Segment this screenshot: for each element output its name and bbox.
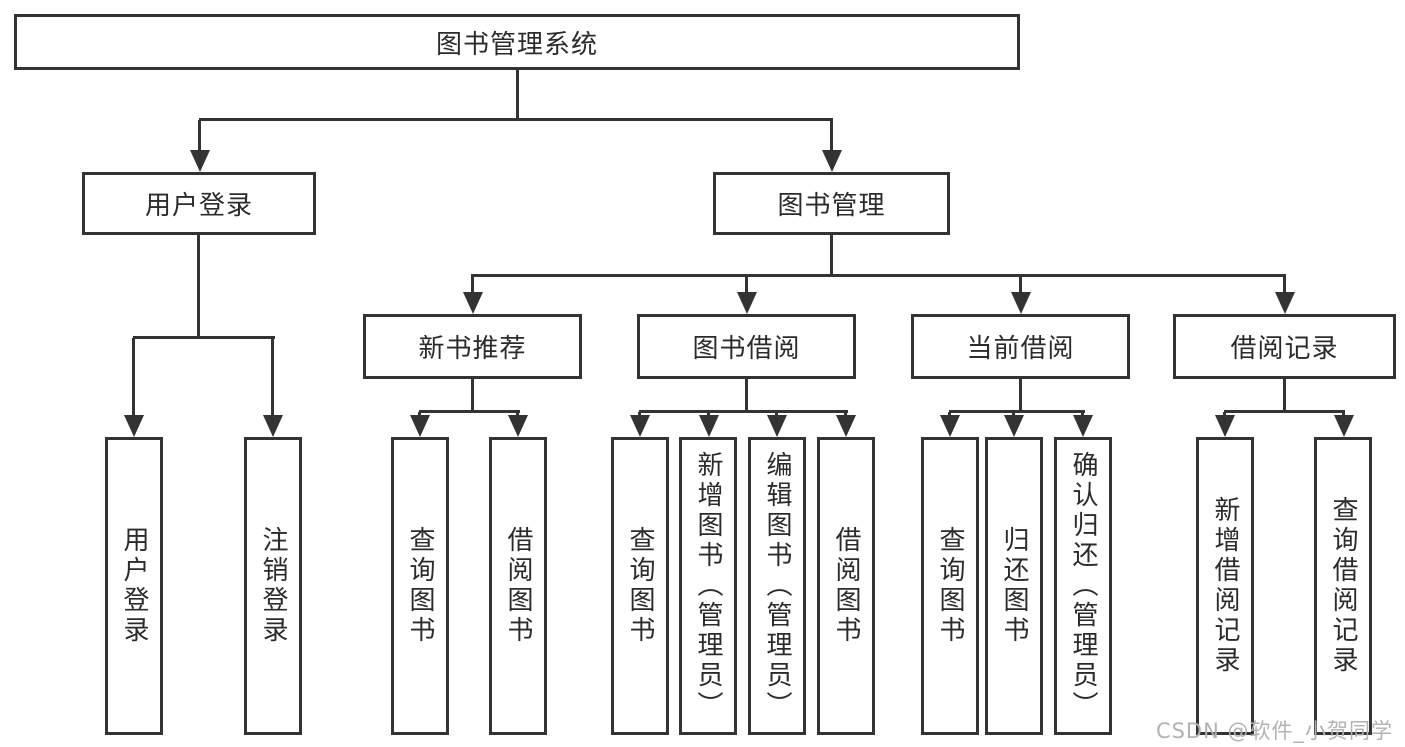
leaf-add-book-admin: 新增图书（管理员）: [679, 437, 737, 735]
leaf-label: 新增借阅记录: [1210, 496, 1240, 676]
node-book-borrowing: 图书借阅: [637, 314, 856, 379]
connector-line: [133, 336, 275, 339]
node-label: 图书管理系统: [435, 29, 598, 60]
leaf-logout: 注销登录: [244, 437, 302, 735]
arrow-down-icon: [1214, 412, 1235, 437]
node-new-book-recommend: 新书推荐: [363, 314, 582, 379]
connector-line: [745, 377, 748, 413]
leaf-label: 归还图书: [999, 526, 1029, 646]
connector-line: [1283, 377, 1286, 413]
leaf-label: 编辑图书（管理员）: [762, 451, 792, 721]
leaf-label: 新增图书（管理员）: [693, 451, 723, 721]
connector-line: [197, 233, 200, 339]
leaf-edit-book-admin: 编辑图书（管理员）: [748, 437, 806, 735]
arrow-down-icon: [766, 412, 787, 437]
connector-line: [471, 274, 1286, 277]
arrow-down-icon: [123, 338, 144, 437]
arrow-down-icon: [835, 412, 856, 437]
connector-line: [1019, 377, 1022, 413]
arrow-down-icon: [629, 412, 650, 437]
arrow-down-icon: [262, 338, 283, 437]
leaf-query-books-borrowing: 查询图书: [611, 437, 669, 735]
node-label: 当前借阅: [966, 334, 1075, 364]
leaf-label: 查询图书: [625, 526, 655, 646]
node-user-login: 用户登录: [82, 172, 316, 235]
connector-line: [830, 233, 833, 277]
node-label: 新书推荐: [418, 334, 527, 364]
arrow-down-icon: [736, 276, 757, 314]
node-label: 用户登录: [144, 191, 253, 221]
arrow-down-icon: [821, 120, 842, 172]
leaf-label: 查询借阅记录: [1328, 496, 1358, 676]
leaf-label: 用户登录: [119, 526, 149, 646]
leaf-query-books-current: 查询图书: [921, 437, 979, 735]
connector-line: [639, 410, 848, 413]
leaf-label: 查询图书: [935, 526, 965, 646]
leaf-label: 注销登录: [258, 526, 288, 646]
leaf-label: 借阅图书: [831, 526, 861, 646]
leaf-label: 借阅图书: [503, 526, 533, 646]
arrow-down-icon: [1072, 412, 1093, 437]
leaf-query-borrow-record: 查询借阅记录: [1314, 437, 1372, 735]
connector-line: [419, 410, 520, 413]
node-library-system: 图书管理系统: [14, 14, 1020, 70]
connector-line: [949, 410, 1085, 413]
leaf-return-books: 归还图书: [985, 437, 1043, 735]
arrow-down-icon: [189, 120, 210, 172]
connector-line: [471, 377, 474, 413]
node-label: 借阅记录: [1230, 334, 1339, 364]
connector-line: [1224, 410, 1345, 413]
leaf-label: 确认归还（管理员）: [1068, 451, 1098, 721]
leaf-label: 查询图书: [405, 526, 435, 646]
node-label: 图书借阅: [692, 334, 801, 364]
leaf-add-borrow-record: 新增借阅记录: [1196, 437, 1254, 735]
watermark: CSDN @软件_小贺同学: [1155, 719, 1393, 743]
arrow-down-icon: [1333, 412, 1354, 437]
arrow-down-icon: [507, 412, 528, 437]
leaf-query-books-recommend: 查询图书: [391, 437, 449, 735]
node-book-management: 图书管理: [713, 172, 950, 235]
leaf-confirm-return-admin: 确认归还（管理员）: [1054, 437, 1112, 735]
connector-line: [516, 69, 519, 121]
node-borrowing-records: 借阅记录: [1173, 314, 1396, 379]
arrow-down-icon: [1003, 412, 1024, 437]
node-label: 图书管理: [777, 191, 886, 221]
arrow-down-icon: [939, 412, 960, 437]
arrow-down-icon: [1274, 276, 1295, 314]
leaf-borrow-books-recommend: 借阅图书: [489, 437, 547, 735]
leaf-user-login: 用户登录: [105, 437, 163, 735]
node-current-borrowing: 当前借阅: [911, 314, 1130, 379]
arrow-down-icon: [409, 412, 430, 437]
arrow-down-icon: [1010, 276, 1031, 314]
leaf-borrow-books-borrowing: 借阅图书: [817, 437, 875, 735]
arrow-down-icon: [462, 276, 483, 314]
arrow-down-icon: [698, 412, 719, 437]
connector-line: [199, 118, 833, 121]
